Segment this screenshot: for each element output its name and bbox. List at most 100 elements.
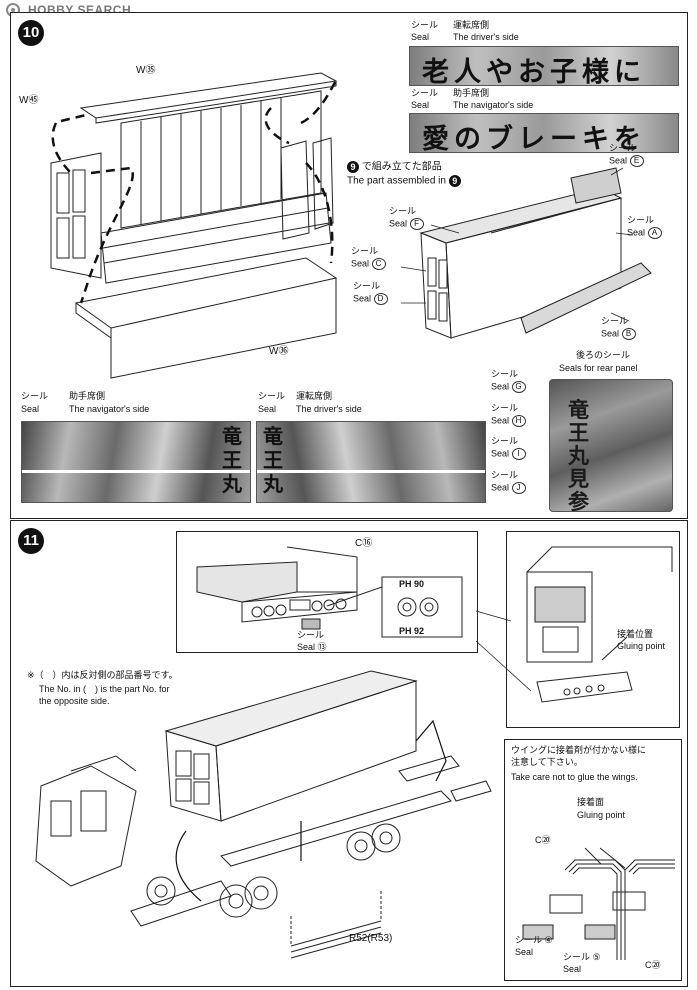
navigator-top-seal: 愛のブレーキを	[409, 113, 679, 153]
seal-e-jp: シール	[609, 144, 637, 154]
seal-h-label: シール Seal H	[491, 403, 526, 427]
seal-j-code: J	[511, 482, 526, 494]
assembled-note-jp: で組み立てた部品	[361, 161, 442, 173]
cargo-box-drawing	[400, 167, 652, 339]
side-drv-seal-en: Seal	[258, 404, 277, 414]
seal-f-jp: シール	[389, 207, 417, 217]
side-drv-seal: 竜王丸	[256, 421, 486, 503]
rear-gluing-drawing	[526, 546, 673, 703]
ph90-label: PH 90	[399, 579, 425, 589]
seal-i-jp: シール	[491, 437, 519, 447]
side-drv-side-en: The driver's side	[296, 404, 362, 414]
seal-a-label: シール Seal A	[627, 215, 662, 239]
seal-13-code: ⑬	[317, 642, 327, 652]
rear-gluing-box: 接着位置 Gluing point	[506, 531, 680, 728]
wing-drawing	[522, 847, 675, 960]
rear-panel-seal: 竜王丸見参	[549, 379, 673, 512]
rear-panel-en: Seals for rear panel	[559, 363, 638, 373]
gluing-face-jp: 接着面	[577, 798, 605, 808]
seal-c-label: シール Seal C	[351, 246, 386, 270]
gluing-point-top-en: Gluing point	[617, 641, 666, 651]
seal-f-code: F	[409, 218, 424, 230]
step-11-number: 11	[18, 528, 44, 554]
note-en-1: The No. in ( ) is the part No. for	[39, 684, 170, 694]
seal-h-jp: シール	[491, 404, 519, 414]
seal-e-code: E	[629, 155, 644, 167]
wing-detail-box: ウイングに接着剤が付かない様に 注意して下さい。 Take care not t…	[504, 739, 682, 981]
seal-5-label: シール ⑤ Seal	[563, 952, 601, 975]
driver-side-jp: 運転席側	[453, 21, 490, 31]
seal-4-label: シール ④ Seal	[515, 935, 553, 958]
driver-side-en: The driver's side	[453, 32, 519, 42]
navigator-seal-jp: シール	[411, 89, 439, 99]
seal-g-jp: シール	[491, 370, 519, 380]
seal-i-label: シール Seal I	[491, 436, 526, 460]
part-r52-label: R52(R53)	[349, 933, 393, 944]
seal-f-label: シール Seal F	[389, 206, 424, 230]
seal-b-en: Seal	[601, 328, 620, 339]
wing-note-jp-1: ウイングに接着剤が付かない様に	[511, 746, 647, 756]
wing-note-jp-2: 注意して下さい。	[511, 758, 583, 768]
seal-i-en: Seal	[491, 448, 510, 459]
gluing-face-en: Gluing point	[577, 810, 626, 820]
rear-panel-text: 竜王丸見参	[568, 397, 589, 512]
seal-4-jp: シール	[515, 936, 543, 946]
part-c16-label: C⑯	[355, 538, 373, 549]
seal-13-label: シール Seal ⑬	[297, 630, 327, 653]
seal-4-en: Seal	[515, 947, 534, 957]
trailer-assembly-drawing	[35, 670, 492, 959]
side-drv-seal-text: 竜王丸	[263, 424, 283, 496]
seal-j-en: Seal	[491, 482, 510, 493]
seal-g-code: G	[511, 381, 526, 393]
seal-5-code: ⑤	[592, 952, 601, 962]
seal-d-jp: シール	[353, 282, 381, 292]
bumper-drawing	[196, 546, 463, 638]
side-nav-side-jp: 助手席側	[69, 392, 106, 402]
step-11-panel: 11 C⑯ シール Seal ⑬ PH 90 PH 92	[10, 520, 688, 987]
driver-seal-en: Seal	[411, 32, 430, 42]
side-nav-seal: 竜王丸	[21, 421, 251, 503]
side-nav-side-en: The navigator's side	[69, 404, 150, 414]
rear-panel-jp: 後ろのシール	[576, 351, 631, 361]
seal-j-label: シール Seal J	[491, 470, 526, 494]
seal-j-jp: シール	[491, 471, 519, 481]
seal-13-jp: シール	[297, 631, 325, 641]
step-9-badge-en: 9	[448, 175, 461, 187]
seal-a-en: Seal	[627, 227, 646, 238]
note-jp: ※（ ）内は反対側の部品番号です。	[27, 671, 178, 681]
part-w45-label: W㊺	[19, 95, 39, 106]
seal-c-code: C	[371, 258, 386, 270]
part-c20-top-label: C⑳	[535, 835, 551, 845]
navigator-top-seal-text: 愛のブレーキを	[422, 124, 646, 153]
ph92-label: PH 92	[399, 626, 425, 636]
note-en-2: the opposite side.	[39, 696, 110, 706]
step-10-panel: 10	[10, 12, 688, 519]
seal-f-en: Seal	[389, 218, 408, 229]
seal-a-jp: シール	[627, 216, 655, 226]
seal-13-en: Seal	[297, 642, 316, 652]
part-w35-label: W㉟	[136, 65, 156, 76]
seal-5-en: Seal	[563, 964, 582, 974]
seal-c-en: Seal	[351, 258, 370, 269]
wing-frame-drawing	[50, 72, 338, 379]
navigator-seal-en: Seal	[411, 100, 430, 110]
side-drv-seal-jp: シール	[258, 392, 286, 402]
driver-seal-jp: シール	[411, 21, 439, 31]
seal-g-en: Seal	[491, 381, 510, 392]
seal-h-code: H	[511, 415, 526, 427]
step-9-badge: 9	[347, 161, 359, 173]
seal-i-code: I	[511, 448, 526, 460]
wing-note-en: Take care not to glue the wings.	[511, 772, 638, 782]
bumper-detail-box: C⑯ シール Seal ⑬ PH 90 PH 92	[176, 531, 478, 653]
seal-e-label: シール Seal E	[609, 143, 644, 167]
side-nav-seal-en: Seal	[21, 404, 40, 414]
navigator-side-jp: 助手席側	[453, 89, 490, 99]
driver-top-seal-text: 老人やお子様に	[422, 57, 646, 86]
seal-h-en: Seal	[491, 415, 510, 426]
leader-lines	[475, 610, 532, 692]
seal-5-jp: シール	[563, 953, 591, 963]
side-nav-seal-jp: シール	[21, 392, 49, 402]
seal-b-jp: シール	[601, 317, 629, 327]
side-nav-seal-text: 竜王丸	[222, 424, 242, 496]
seal-b-code: B	[621, 328, 636, 340]
